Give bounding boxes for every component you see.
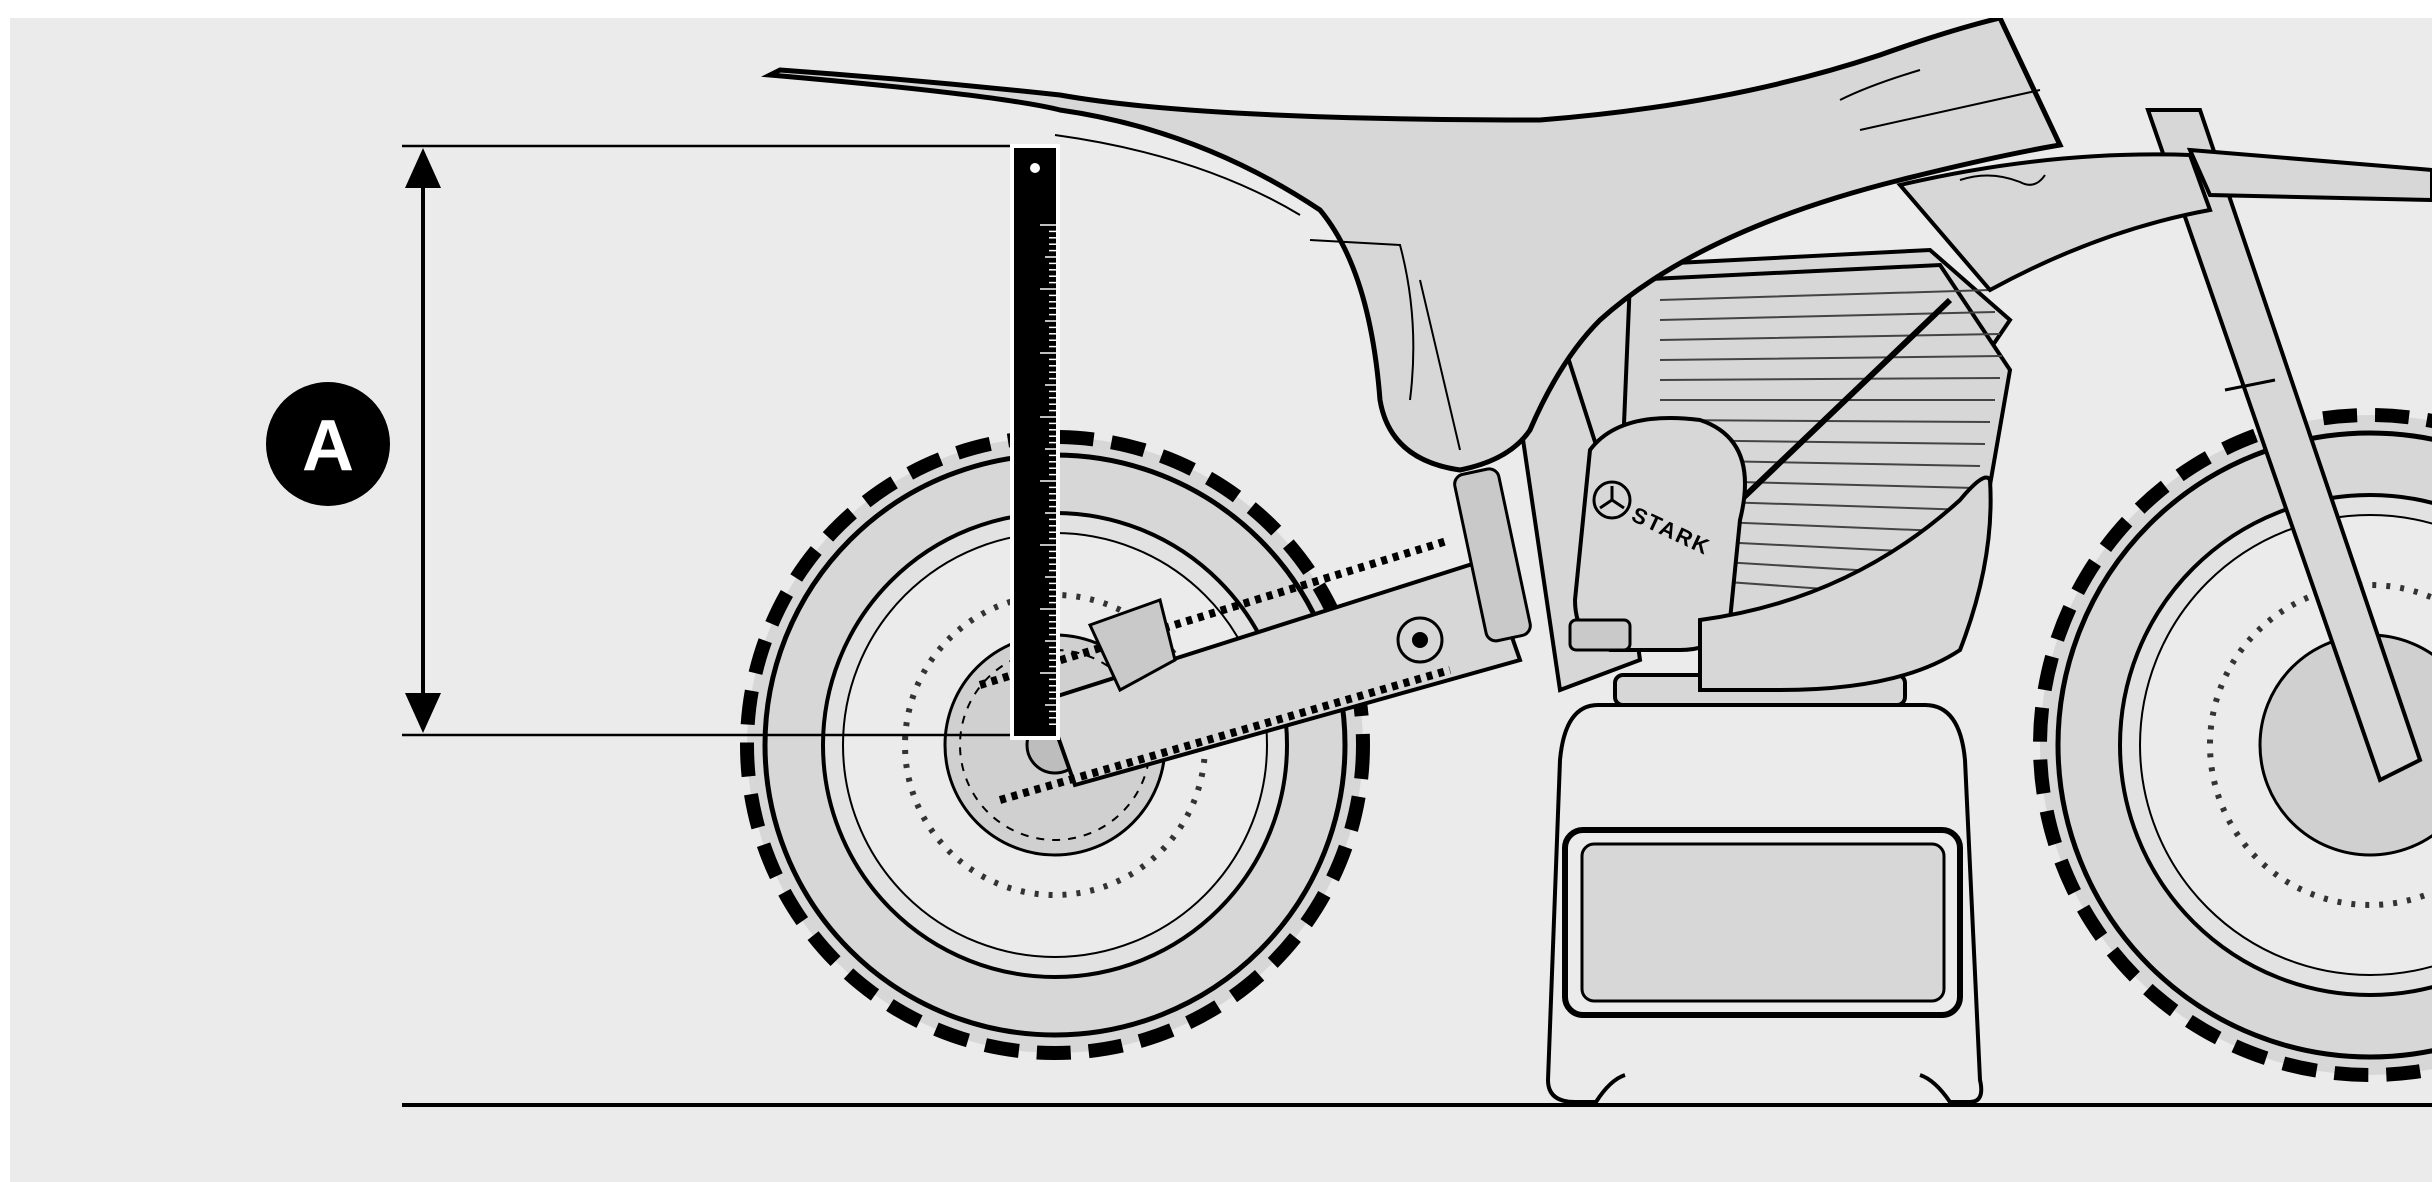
signature-decal [1959,174,2046,186]
brake-caliper [1087,598,1177,693]
skid-plate [1698,475,1993,692]
front-fork [2145,108,2423,783]
side-panel [1896,152,2213,293]
swingarm [1042,557,1523,788]
front-fender [2186,147,2432,203]
stand-legs [1545,703,1984,1104]
dimension-arrow-down-icon [405,693,441,733]
bodywork [760,18,2432,473]
frame-brace [1717,297,1953,523]
seat-and-fender [760,18,2064,473]
ruler-hole [1030,163,1040,173]
badge-circle [266,382,390,506]
paddock-stand [1545,673,1984,1104]
measuring-ruler [1010,144,1060,740]
footpeg [1568,618,1632,652]
dimension-arrow-up-icon [405,148,441,188]
rear-shock [1453,467,1532,643]
label-a-badge: A [266,382,390,506]
motorcycle-diagram: STARK A [266,18,2432,1107]
brand-logo-icon [1592,480,1632,520]
drive-chain [978,536,1452,804]
fork-clamp [2224,378,2276,392]
stand-panel-inner [1580,842,1946,1003]
measurement-guide [402,144,1020,737]
badge-label: A [302,406,354,486]
diagram-frame: STARK A [10,18,2432,1182]
ruler-ticks [1040,224,1056,725]
motor-cover: STARK [1572,416,1747,652]
